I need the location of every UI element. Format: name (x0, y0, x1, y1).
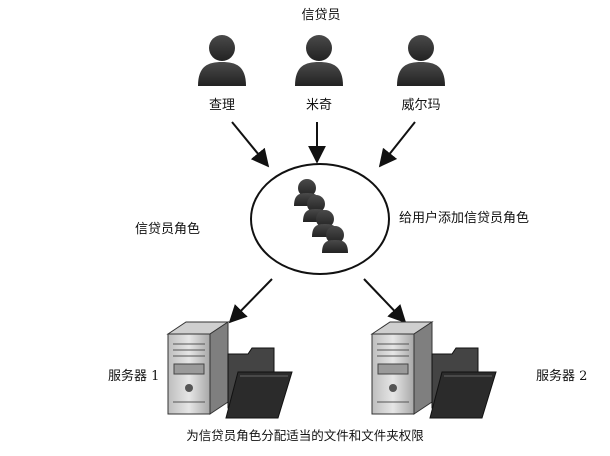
user-charlie-icon (198, 35, 246, 86)
group-title: 信贷员 (301, 8, 341, 23)
arrow-wilma-to-role (378, 121, 416, 168)
server-2-icon (370, 321, 434, 415)
server-2-folder-icon (429, 347, 497, 419)
user-name-wilma: 威尔玛 (401, 98, 441, 113)
user-wilma-icon (397, 35, 445, 86)
role-label: 信贷员角色 (135, 222, 201, 237)
server-1-icon (166, 321, 230, 415)
add-users-label: 给用户添加信贷员角色 (399, 211, 530, 226)
arrow-charlie-to-role (231, 121, 270, 168)
server-2-label: 服务器 2 (536, 369, 588, 384)
server-1-folder-icon (225, 347, 293, 419)
server-1-label: 服务器 1 (108, 369, 160, 384)
figure-caption: 为信贷员角色分配适当的文件和文件夹权限 (186, 428, 424, 443)
arrow-role-to-server-2 (363, 278, 407, 324)
arrow-role-to-server-1 (228, 278, 273, 324)
user-mickey-icon (295, 35, 343, 86)
user-name-charlie: 查理 (208, 98, 236, 113)
role-members-icon (294, 179, 348, 253)
user-name-mickey: 米奇 (305, 98, 333, 113)
